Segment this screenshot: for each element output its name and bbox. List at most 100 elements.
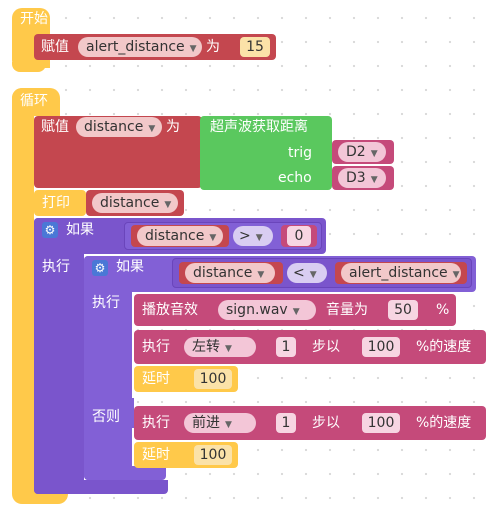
inner-compare-block[interactable]: distance▼ <▼ alert_distance ▼ xyxy=(172,258,472,288)
inner-compare-right-text: alert_distance xyxy=(349,265,448,281)
exec1-steps-input[interactable]: 1 xyxy=(276,337,296,357)
exec2-speed-input[interactable]: 100 xyxy=(362,413,400,433)
alert-distance-value: 15 xyxy=(246,39,264,55)
outer-op-text: > xyxy=(239,228,251,244)
dropdown-arrow-icon: ▼ xyxy=(225,344,232,354)
assign-label: 赋值 xyxy=(41,39,69,55)
delay1-input[interactable]: 100 xyxy=(194,369,232,389)
gear-icon[interactable]: ⚙ xyxy=(42,222,58,238)
outer-compare-right-block[interactable]: 0 xyxy=(281,225,317,247)
dropdown-arrow-icon: ▼ xyxy=(164,200,172,210)
inner-compare-operator-dropdown[interactable]: <▼ xyxy=(287,263,327,283)
delay2-value: 100 xyxy=(199,447,227,463)
print-block[interactable]: 打印 xyxy=(34,190,86,216)
outer-compare-left-block[interactable]: distance▼ xyxy=(131,225,229,247)
exec1-action-dropdown[interactable]: 左转 ▼ xyxy=(184,337,256,357)
trig-pin-text: D2 xyxy=(346,144,366,160)
inner-if-label: 如果 xyxy=(116,259,144,275)
inner-if-block[interactable] xyxy=(84,256,132,480)
loop-event-block[interactable] xyxy=(12,88,34,500)
trig-label: trig xyxy=(288,145,313,161)
alert-distance-var-text: alert_distance xyxy=(86,39,185,55)
alert-distance-value-input[interactable]: 15 xyxy=(240,37,270,57)
outer-if-footer xyxy=(34,480,168,494)
inner-do-label: 执行 xyxy=(92,295,120,311)
volume-label: 音量为 xyxy=(326,302,368,318)
volume-unit: % xyxy=(436,302,450,318)
distance-variable-dropdown[interactable]: distance ▼ xyxy=(76,117,162,137)
exec1-speed-label: %的速度 xyxy=(416,339,472,355)
outer-compare-right-input[interactable]: 0 xyxy=(287,226,311,246)
print-distance-text: distance xyxy=(100,195,160,211)
assign-to-label-2: 为 xyxy=(166,119,180,135)
outer-compare-block[interactable]: distance▼ >▼ 0 xyxy=(124,222,322,250)
dropdown-arrow-icon: ▼ xyxy=(452,270,460,280)
play-sound-block[interactable]: 播放音效 sign.wav▼ 音量为 50 % xyxy=(134,294,456,326)
trig-pin-block[interactable]: D2 ▼ xyxy=(332,140,394,164)
ultrasonic-label: 超声波获取距离 xyxy=(210,119,308,135)
loop-hat-label: 循环 xyxy=(20,93,48,109)
volume-value: 50 xyxy=(394,302,412,318)
dropdown-arrow-icon: ▼ xyxy=(370,175,378,185)
inner-if-footer xyxy=(84,466,166,480)
assign-alert-distance-block[interactable]: 赋值 alert_distance▼ 为 15 xyxy=(34,34,276,60)
assign-distance-block[interactable]: 赋值 distance ▼ 为 xyxy=(34,116,202,188)
outer-compare-operator-dropdown[interactable]: >▼ xyxy=(233,226,273,246)
exec1-step-label: 步以 xyxy=(312,339,340,355)
move-block-1[interactable]: 执行 左转 ▼ 1 步以 100 %的速度 xyxy=(134,330,486,364)
exec1-label: 执行 xyxy=(142,339,170,355)
loop-hat-top xyxy=(12,88,60,116)
assign-label-2: 赋值 xyxy=(41,119,69,135)
dropdown-arrow-icon: ▼ xyxy=(225,420,232,430)
distance-var-text: distance xyxy=(84,119,144,135)
exec1-speed-input[interactable]: 100 xyxy=(362,337,400,357)
print-label: 打印 xyxy=(42,195,70,211)
inner-compare-right-block[interactable]: alert_distance ▼ xyxy=(335,262,467,284)
exec2-action-dropdown[interactable]: 前进 ▼ xyxy=(184,413,256,433)
dropdown-arrow-icon: ▼ xyxy=(255,233,263,243)
inner-compare-right-dropdown[interactable]: alert_distance ▼ xyxy=(341,263,461,283)
delay2-input[interactable]: 100 xyxy=(194,445,232,465)
exec2-step-label: 步以 xyxy=(312,415,340,431)
delay2-label: 延时 xyxy=(142,447,170,463)
sound-file-dropdown[interactable]: sign.wav▼ xyxy=(218,300,316,320)
exec2-steps-input[interactable]: 1 xyxy=(276,413,296,433)
exec1-action-text: 左转 xyxy=(192,339,220,355)
exec1-speed-value: 100 xyxy=(367,339,395,355)
dropdown-arrow-icon: ▼ xyxy=(148,124,156,134)
exec2-label: 执行 xyxy=(142,415,170,431)
outer-if-label: 如果 xyxy=(66,222,94,238)
alert-distance-variable-dropdown[interactable]: alert_distance ▼ xyxy=(78,37,202,57)
print-variable-block[interactable]: distance ▼ xyxy=(86,190,184,216)
echo-pin-block[interactable]: D3▼ xyxy=(332,166,394,190)
echo-pin-dropdown[interactable]: D3▼ xyxy=(338,168,386,188)
move-block-2[interactable]: 执行 前进 ▼ 1 步以 100 %的速度 xyxy=(134,406,486,440)
exec2-speed-label: %的速度 xyxy=(416,415,472,431)
dropdown-arrow-icon: ▼ xyxy=(257,270,265,280)
delay1-value: 100 xyxy=(199,371,227,387)
dropdown-arrow-icon: ▼ xyxy=(292,307,300,317)
exec1-steps-value: 1 xyxy=(281,339,291,355)
start-hat-label: 开始 xyxy=(20,11,48,27)
dropdown-arrow-icon: ▼ xyxy=(370,149,378,159)
outer-compare-left-dropdown[interactable]: distance▼ xyxy=(137,226,223,246)
delay1-label: 延时 xyxy=(142,371,170,387)
exec2-speed-value: 100 xyxy=(367,415,395,431)
inner-compare-left-dropdown[interactable]: distance▼ xyxy=(185,263,275,283)
inner-compare-left-block[interactable]: distance▼ xyxy=(179,262,283,284)
trig-pin-dropdown[interactable]: D2 ▼ xyxy=(338,142,386,162)
play-sound-label: 播放音效 xyxy=(142,302,198,318)
echo-label: echo xyxy=(278,170,312,186)
gear-icon[interactable]: ⚙ xyxy=(92,260,108,276)
delay-block-2[interactable]: 延时 100 xyxy=(134,442,238,468)
ultrasonic-distance-block[interactable]: 超声波获取距离 trig echo xyxy=(200,116,332,190)
exec2-action-text: 前进 xyxy=(192,415,220,431)
delay-block-1[interactable]: 延时 100 xyxy=(134,366,238,392)
volume-input[interactable]: 50 xyxy=(388,300,418,320)
outer-do-label: 执行 xyxy=(42,259,70,275)
dropdown-arrow-icon: ▼ xyxy=(189,44,197,54)
print-distance-dropdown[interactable]: distance ▼ xyxy=(92,193,178,213)
dropdown-arrow-icon: ▼ xyxy=(309,270,317,280)
outer-compare-left-text: distance xyxy=(145,228,205,244)
outer-if-block[interactable] xyxy=(34,218,84,494)
